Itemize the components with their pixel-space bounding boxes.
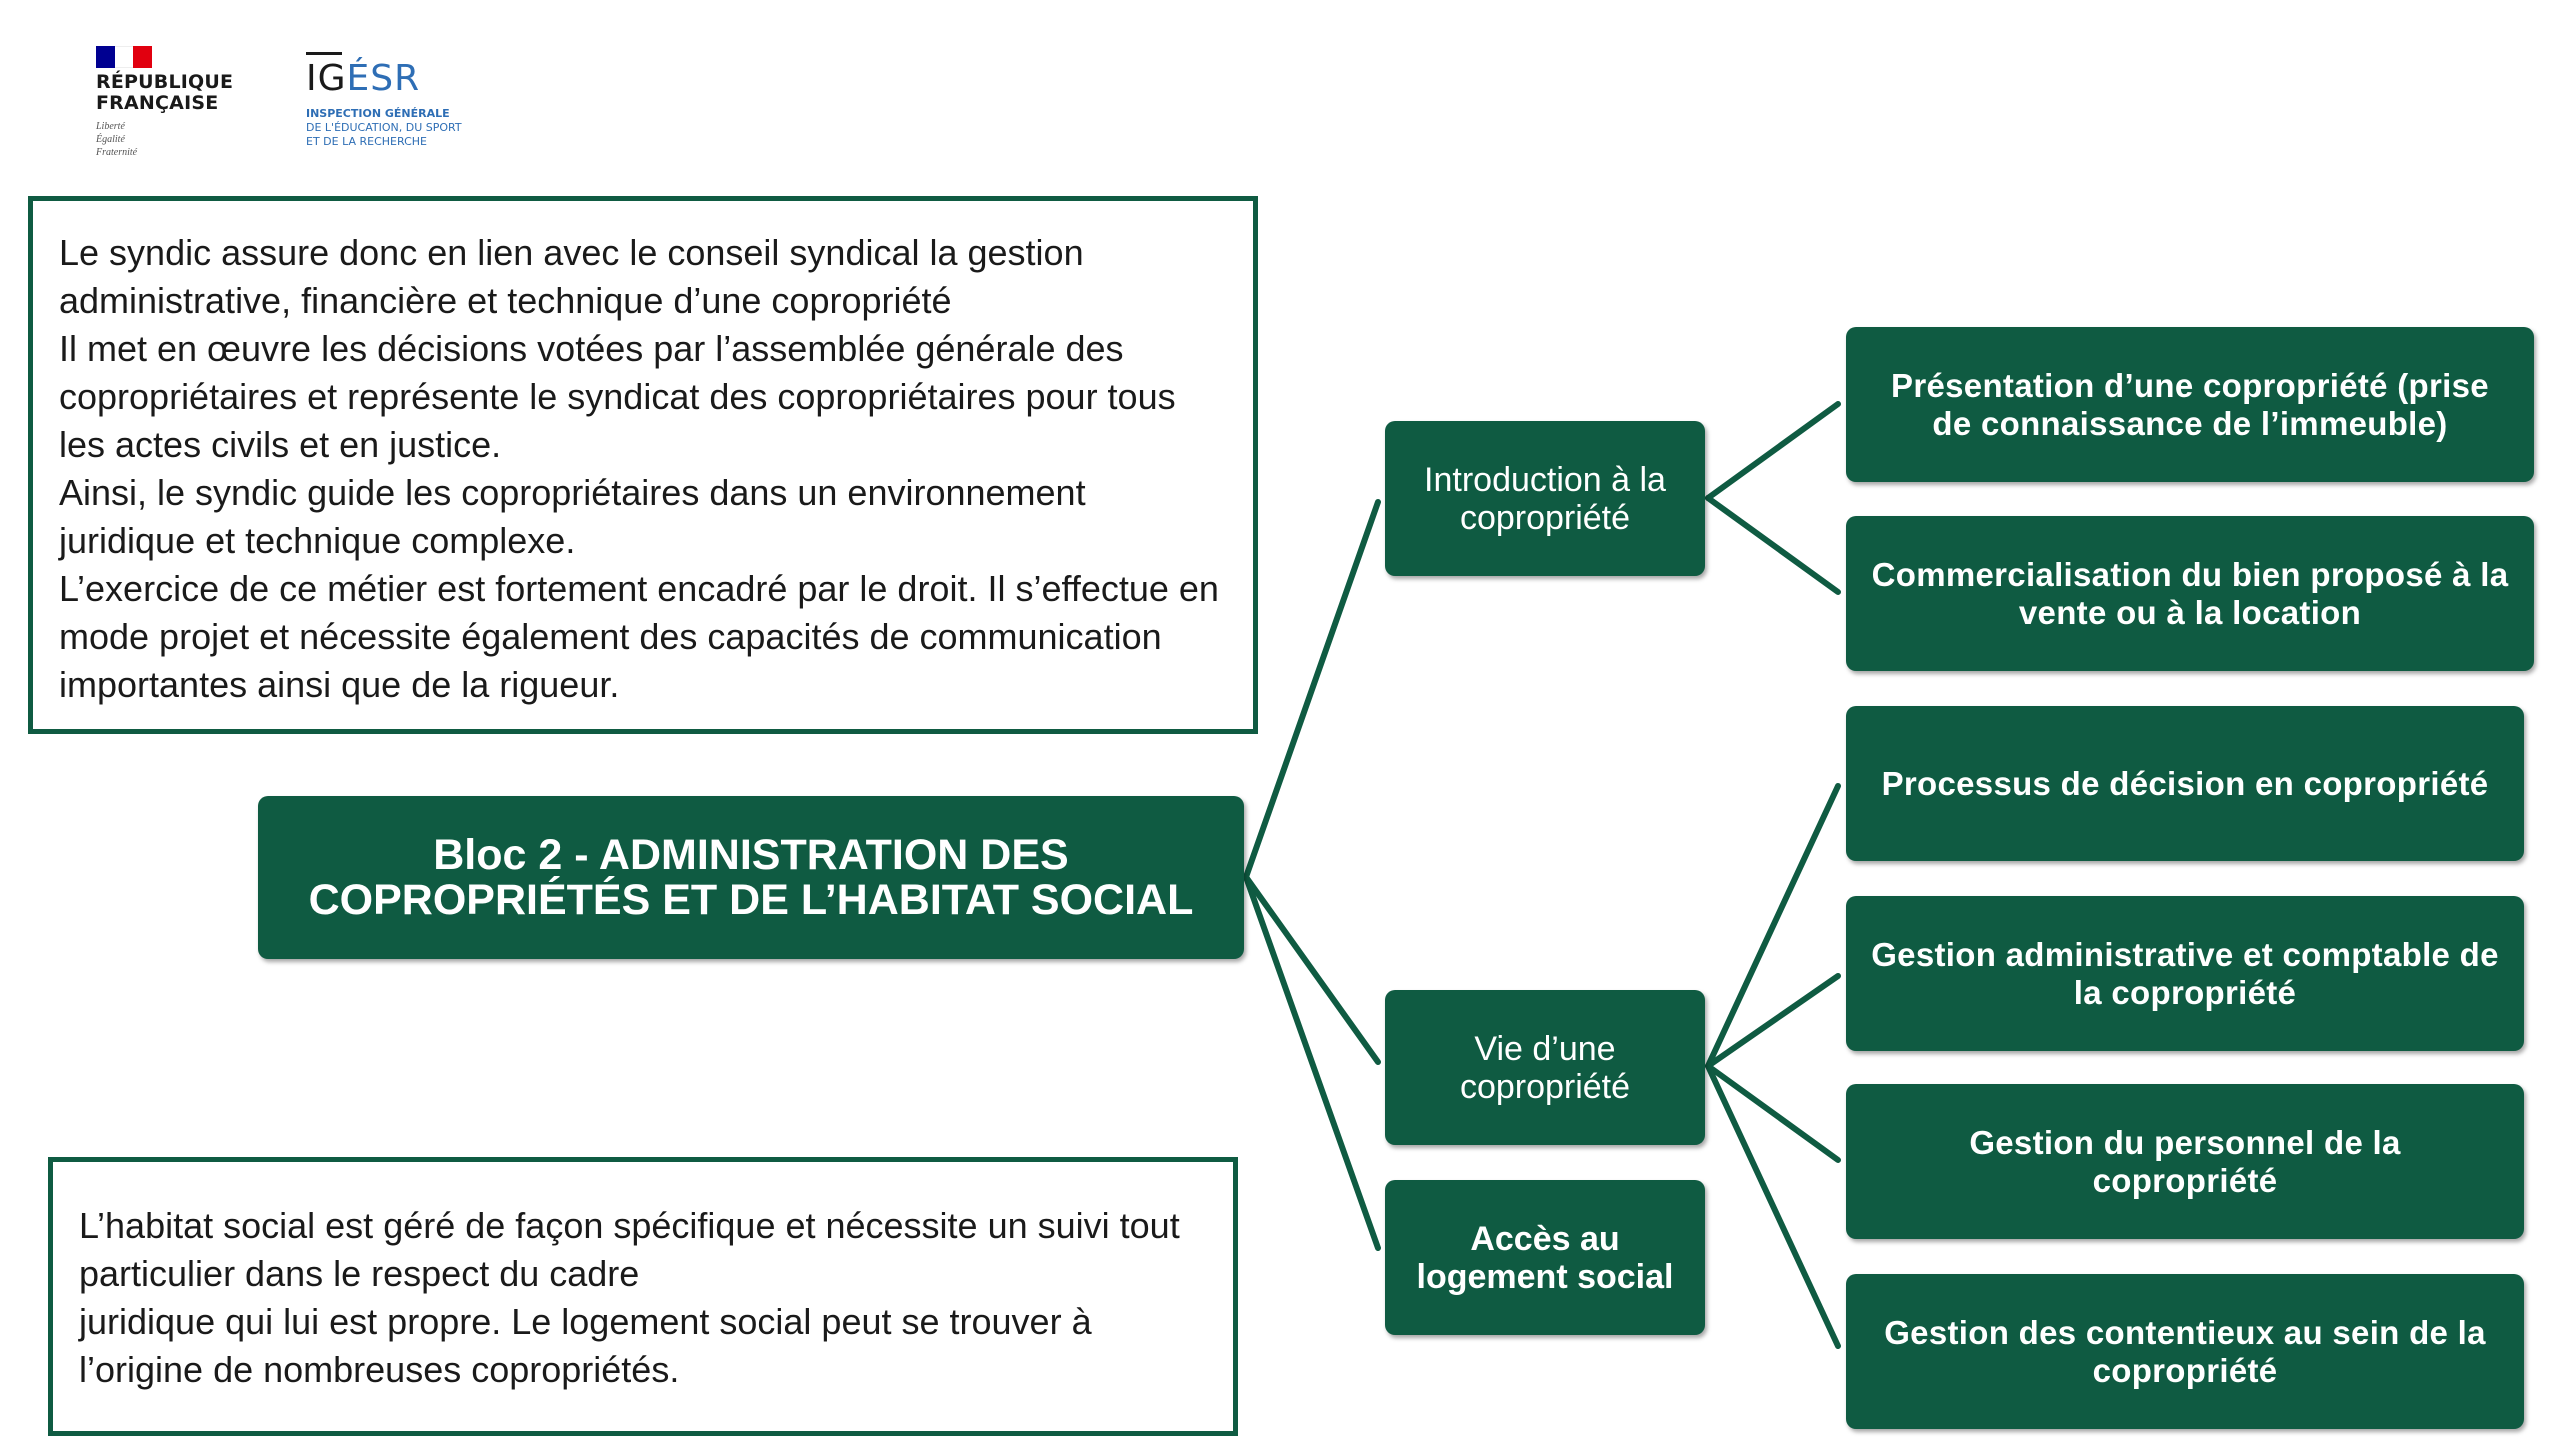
igesr-acronym: IGÉSR — [306, 59, 506, 99]
french-flag-icon — [96, 46, 153, 68]
leaf-node-commercialisation: Commercialisation du bien proposé à la v… — [1846, 516, 2534, 671]
branch-label-line: logement social — [1416, 1257, 1674, 1296]
branch-node-acces: Accès au logement social — [1385, 1180, 1705, 1335]
connector-introduction-to-commercialisation — [1705, 495, 1841, 595]
igesr-logo: IGÉSR INSPECTION GÉNÉRALE DE L'ÉDUCATION… — [306, 52, 506, 149]
leaf-node-gestion-personnel: Gestion du personnel de la copropriété — [1846, 1084, 2524, 1239]
connector-root-to-vie — [1243, 874, 1381, 1065]
leaf-node-presentation: Présentation d’une copropriété (prise de… — [1846, 327, 2534, 482]
diagram-root-node: Bloc 2 - ADMINISTRATION DES COPROPRIÉTÉS… — [258, 796, 1244, 959]
syndic-paragraph: Ainsi, le syndic guide les copropriétair… — [59, 472, 1086, 561]
branch-label-line: Accès au — [1470, 1219, 1620, 1258]
branch-label-line: Vie d’une — [1474, 1029, 1616, 1068]
leaf-label-line: Commercialisation du bien proposé à la — [1871, 555, 2509, 593]
connector-vie-to-gestion-contentieux — [1705, 1063, 1841, 1349]
rf-name-line-1: RÉPUBLIQUE — [96, 71, 234, 93]
leaf-label-line: Processus de décision en copropriété — [1881, 764, 2489, 802]
rf-name-line-2: FRANÇAISE — [96, 92, 219, 114]
rf-motto: Liberté Égalité Fraternité — [96, 120, 236, 159]
leaf-node-gestion-administrative: Gestion administrative et comptable de l… — [1846, 896, 2524, 1051]
branch-label-line: copropriété — [1459, 498, 1631, 537]
leaf-node-gestion-contentieux: Gestion des contentieux au sein de la co… — [1846, 1274, 2524, 1429]
branch-label-line: Introduction à la — [1424, 460, 1666, 499]
leaf-label-line: la copropriété — [2073, 973, 2297, 1011]
branch-node-introduction: Introduction à la copropriété — [1385, 421, 1705, 576]
rf-motto-line: Fraternité — [96, 147, 138, 158]
igesr-subtitle-line: ET DE LA RECHERCHE — [306, 135, 427, 148]
leaf-node-processus-decision: Processus de décision en copropriété — [1846, 706, 2524, 861]
igesr-logo-bar — [306, 52, 342, 55]
syndic-paragraph: Il met en œuvre les décisions votées par… — [59, 328, 1176, 465]
syndic-paragraph: Le syndic assure donc en lien avec le co… — [59, 232, 1084, 321]
habitat-social-paragraph: L’habitat social est géré de façon spéci… — [79, 1205, 1180, 1294]
igesr-subtitle: INSPECTION GÉNÉRALE DE L'ÉDUCATION, DU S… — [306, 107, 506, 149]
leaf-label-line: copropriété — [2092, 1161, 2278, 1199]
root-label-line: Bloc 2 - ADMINISTRATION DES — [433, 830, 1069, 879]
leaf-label-line: copropriété — [2092, 1351, 2278, 1389]
root-label-line: COPROPRIÉTÉS ET DE L’HABITAT SOCIAL — [308, 875, 1194, 924]
igesr-acronym-accent: ÉSR — [346, 58, 421, 99]
connector-vie-to-gestion-administrative — [1705, 973, 1841, 1069]
rf-motto-line: Liberté — [96, 121, 125, 132]
rf-motto-line: Égalité — [96, 134, 125, 145]
republique-francaise-name: RÉPUBLIQUE FRANÇAISE — [96, 72, 236, 114]
syndic-paragraph: L’exercice de ce métier est fortement en… — [59, 568, 1219, 705]
leaf-label-line: Présentation d’une copropriété (prise — [1891, 366, 2489, 404]
igesr-subtitle-line: DE L'ÉDUCATION, DU SPORT — [306, 121, 462, 134]
syndic-description-box: Le syndic assure donc en lien avec le co… — [28, 196, 1258, 734]
leaf-label-line: de connaissance de l’immeuble) — [1932, 404, 2448, 442]
habitat-social-paragraph: juridique qui lui est propre. Le logemen… — [79, 1301, 1092, 1390]
igesr-subtitle-line: INSPECTION GÉNÉRALE — [306, 107, 450, 120]
igesr-acronym-main: IG — [306, 58, 347, 99]
branch-label-line: copropriété — [1459, 1067, 1631, 1106]
habitat-social-description-box: L’habitat social est géré de façon spéci… — [48, 1157, 1238, 1436]
leaf-label-line: Gestion administrative et comptable de — [1871, 935, 2499, 973]
leaf-label-line: Gestion des contentieux au sein de la — [1884, 1313, 2486, 1351]
connector-introduction-to-presentation — [1705, 401, 1841, 501]
leaf-label-line: vente ou à la location — [2018, 593, 2362, 631]
republique-francaise-logo: RÉPUBLIQUE FRANÇAISE Liberté Égalité Fra… — [96, 46, 236, 159]
connector-root-to-acces — [1243, 874, 1381, 1251]
connector-root-to-introduction — [1243, 499, 1381, 880]
connector-vie-to-gestion-personnel — [1705, 1063, 1841, 1163]
branch-node-vie: Vie d’une copropriété — [1385, 990, 1705, 1145]
leaf-label-line: Gestion du personnel de la — [1969, 1123, 2401, 1161]
connector-vie-to-processus — [1705, 783, 1841, 1069]
